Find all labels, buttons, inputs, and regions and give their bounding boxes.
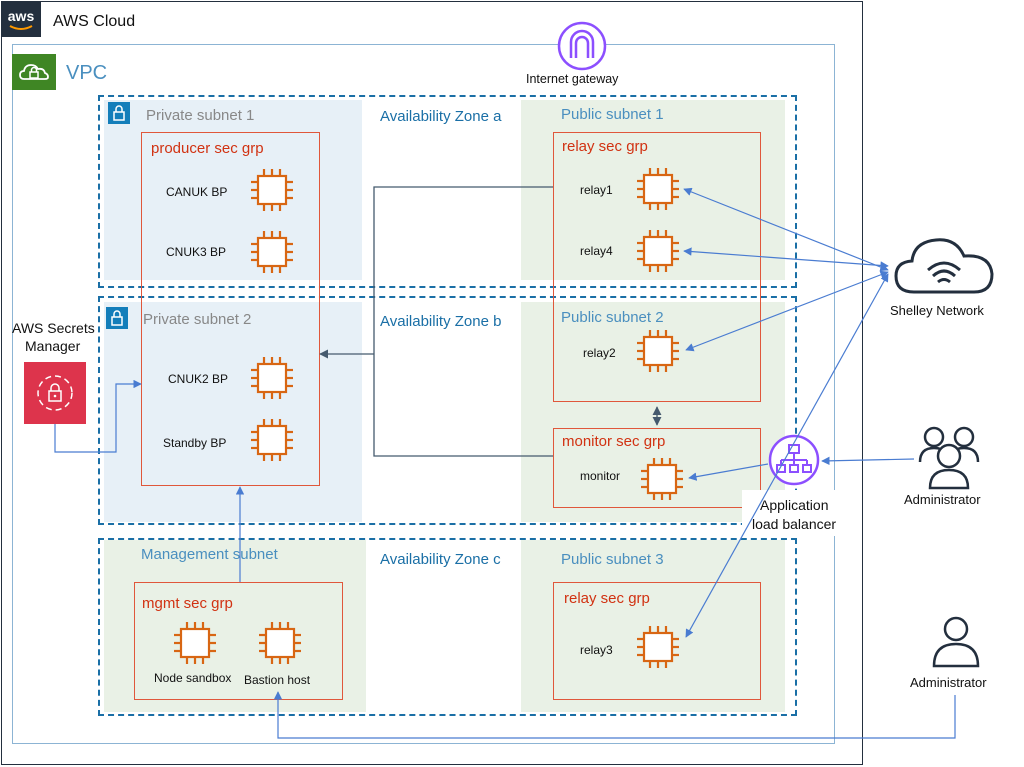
administrator-label-1: Administrator <box>904 492 981 507</box>
mgmt-sg-label: mgmt sec grp <box>142 595 233 612</box>
private-subnet-lock-icon <box>108 102 130 124</box>
node-label-monitor: monitor <box>580 469 621 483</box>
administrator-group-icon <box>918 426 980 490</box>
node-label-relay1: relay1 <box>580 183 613 197</box>
az-c-label: Availability Zone c <box>380 551 501 568</box>
node-label-bastion: Bastion host <box>244 673 311 687</box>
public-subnet-3-label: Public subnet 3 <box>561 551 664 568</box>
producer-security-group <box>141 132 320 486</box>
relay-sg-c-label: relay sec grp <box>564 590 650 607</box>
relay-sg-a-label: relay sec grp <box>562 138 648 155</box>
svg-text:aws: aws <box>8 8 35 24</box>
public-subnet-1-label: Public subnet 1 <box>561 106 664 123</box>
node-label-sandbox: Node sandbox <box>154 671 232 685</box>
ec2-instance-icon <box>249 229 295 275</box>
ec2-instance-icon <box>635 328 681 374</box>
ec2-instance-icon <box>249 167 295 213</box>
shelley-network-cloud-icon <box>894 238 994 294</box>
node-label-relay2: relay2 <box>583 346 616 360</box>
internet-gateway-label: Internet gateway <box>526 72 619 86</box>
az-a-label: Availability Zone a <box>380 108 502 125</box>
ec2-instance-icon <box>257 620 303 666</box>
internet-gateway-icon <box>557 21 607 71</box>
node-label-standby: Standby BP <box>163 436 227 450</box>
administrator-label-2: Administrator <box>910 675 987 690</box>
ec2-instance-icon <box>635 624 681 670</box>
management-subnet-label: Management subnet <box>141 546 278 563</box>
ec2-instance-icon <box>249 417 295 463</box>
shelley-network-label: Shelley Network <box>890 303 984 318</box>
ec2-instance-icon <box>249 355 295 401</box>
producer-sg-label: producer sec grp <box>151 140 264 157</box>
public-subnet-2-label: Public subnet 2 <box>561 309 664 326</box>
vpc-title: VPC <box>66 62 108 84</box>
node-label-canuk: CANUK BP <box>166 185 228 199</box>
ec2-instance-icon <box>172 620 218 666</box>
monitor-sg-label: monitor sec grp <box>562 433 666 450</box>
secrets-manager-icon <box>24 362 86 424</box>
secrets-manager-label-line2: Manager <box>25 338 81 354</box>
node-label-cnuk2: CNUK2 BP <box>168 372 229 386</box>
aws-logo-icon: aws <box>1 1 41 37</box>
node-label-cnuk3: CNUK3 BP <box>166 245 227 259</box>
node-label-relay3: relay3 <box>580 643 613 657</box>
load-balancer-icon <box>768 434 820 486</box>
vpc-icon <box>12 54 56 90</box>
private-subnet-1-label: Private subnet 1 <box>146 107 255 124</box>
az-b-label: Availability Zone b <box>380 313 502 330</box>
administrator-icon <box>932 616 980 668</box>
private-subnet-lock-icon <box>106 307 128 329</box>
aws-cloud-title: AWS Cloud <box>53 13 136 30</box>
ec2-instance-icon <box>635 228 681 274</box>
ec2-instance-icon <box>639 456 685 502</box>
private-subnet-2-label: Private subnet 2 <box>143 311 252 328</box>
management-subnet <box>104 540 366 712</box>
secrets-manager-label-line1: AWS Secrets <box>12 320 95 336</box>
load-balancer-label-line1: Application <box>760 497 829 513</box>
load-balancer-label-line2: load balancer <box>752 516 837 532</box>
mgmt-security-group <box>134 582 343 700</box>
ec2-instance-icon <box>635 166 681 212</box>
node-label-relay4: relay4 <box>580 244 613 258</box>
